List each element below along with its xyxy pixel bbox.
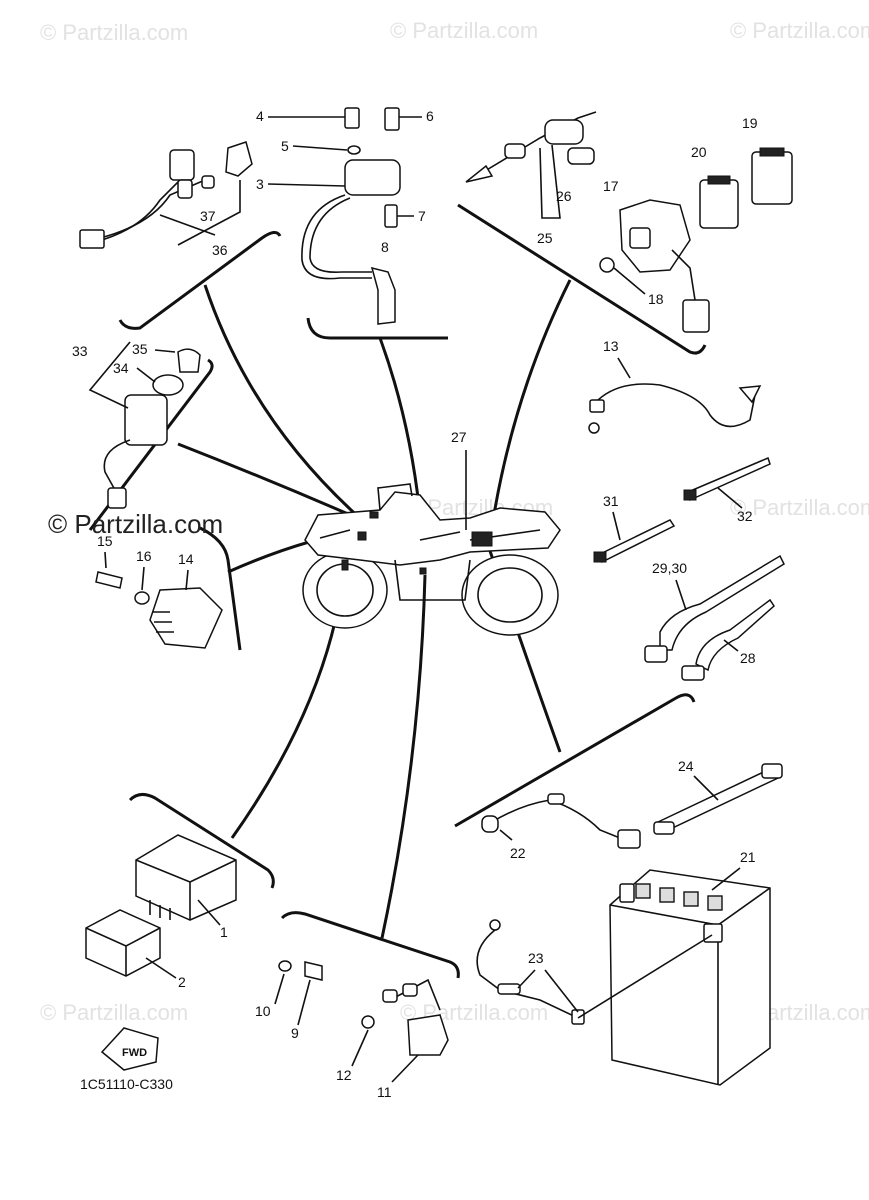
callout-11: 11 [377,1084,392,1100]
fwd-label: FWD [122,1047,147,1059]
igniter-2 [85,909,161,977]
lead-wire-13 [588,383,762,434]
callout-7: 7 [418,208,426,224]
callout-17: 17 [603,178,619,194]
callout-27: 27 [451,429,467,445]
leader-line [378,337,422,516]
callout-4: 4 [256,108,264,124]
callout-19: 19 [742,115,758,131]
battery-lead-23 [476,919,713,1025]
cable-tie-32 [683,456,771,502]
callout-1: 1 [220,924,228,940]
watermark-overlay: © Partzilla.com [48,509,224,539]
group-bracket-cdi [128,793,275,889]
watermark: © Partzilla.com [730,18,869,43]
callout-29-30: 29,30 [652,560,687,576]
watermark: © Partzilla.com [390,18,539,43]
callout-22: 22 [510,845,526,861]
cdi-unit-1 [135,834,237,921]
group-bracket-main-switch [88,358,214,531]
relay-19 [751,147,793,205]
callout-25: 25 [537,230,553,246]
sensor-9 [278,960,323,981]
watermark: © Partzilla.com [40,1000,189,1025]
ignition-coil-3 [301,107,401,325]
group-bracket-relays [457,203,707,355]
leader-line [203,284,363,522]
group-bracket-rectifier [199,526,242,651]
callout-24: 24 [678,758,694,774]
starter-relay-17 [599,199,710,333]
callout-28: 28 [740,650,756,666]
callout-20: 20 [691,144,707,160]
group-bracket-battery [454,693,696,828]
atv-illustration [302,483,561,636]
watermark: © Partzilla.com [730,495,869,520]
leader-line [380,574,427,939]
group-bracket-harness [118,231,282,330]
callout-35: 35 [132,341,148,357]
callout-21: 21 [740,849,756,865]
callout-34: 34 [113,360,129,376]
callout-9: 9 [291,1025,299,1041]
watermark: © Partzilla.com [40,20,189,45]
cable-tie-31 [593,519,676,563]
callout-6: 6 [426,108,434,124]
callout-32: 32 [737,508,753,524]
callout-8: 8 [381,239,389,255]
cable-tie-28 [681,598,775,681]
callout-26: 26 [556,188,572,204]
callout-13: 13 [603,338,619,354]
fuel-sensor-11 [361,978,449,1056]
battery-lead-22 [481,793,641,849]
callout-14: 14 [178,551,194,567]
callout-37: 37 [200,208,216,224]
fwd-arrow-icon [100,1027,159,1071]
callout-23: 23 [528,950,544,966]
callout-3: 3 [256,176,264,192]
fuse-holder-25 [465,111,597,183]
leader-line [177,442,363,522]
relay-20 [699,175,739,229]
callout-2: 2 [178,974,186,990]
group-bracket-fuel [280,911,460,979]
diagram-code: 1C51110-C330 [80,1076,173,1092]
group-bracket-ignition-coil [306,317,448,340]
leader-line [488,279,572,541]
callout-15: 15 [97,533,113,549]
callout-36: 36 [212,242,228,258]
main-switch-33 [103,348,201,509]
callout-16: 16 [136,548,152,564]
callout-5: 5 [281,138,289,154]
wire-harness-36 [79,141,253,249]
rectifier-14 [95,571,223,649]
cable-tie-29-30 [644,554,785,663]
callout-12: 12 [336,1067,352,1083]
callout-18: 18 [648,291,664,307]
callout-10: 10 [255,1003,271,1019]
battery-21 [609,869,771,1086]
callout-33: 33 [72,343,88,359]
callout-31: 31 [603,493,619,509]
